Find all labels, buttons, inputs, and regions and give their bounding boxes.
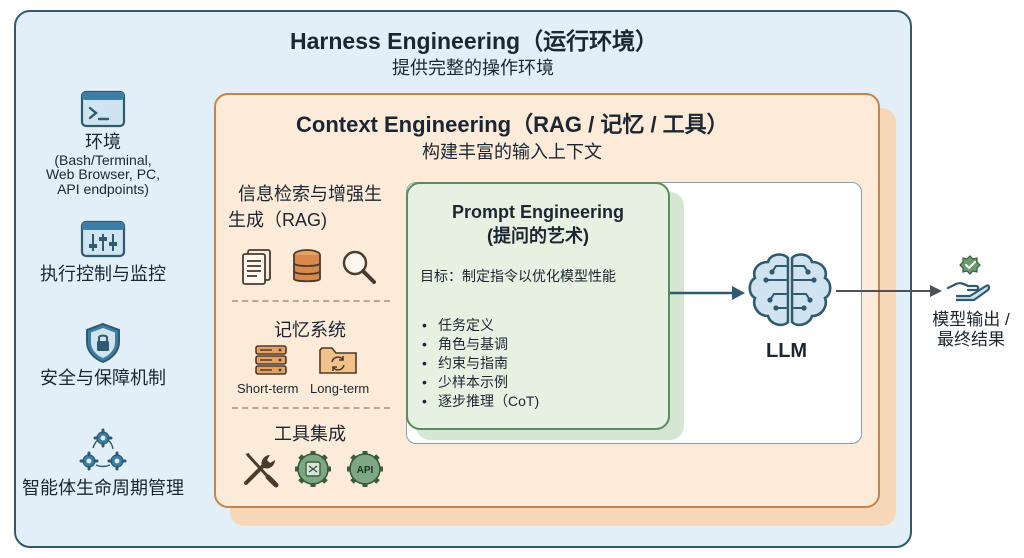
list-item: 任务定义 — [422, 316, 539, 335]
documents-icon — [242, 249, 271, 285]
output-label-line1: 模型输出 / — [932, 310, 1010, 329]
harness-title: Harness Engineering（运行环境） — [290, 28, 659, 54]
harness-item-detail: Web Browser, PC, — [45, 166, 161, 183]
api-gear-icon: API — [347, 451, 383, 487]
prompt-goal: 目标：制定指令以优化模型性能 — [420, 268, 616, 284]
context-subtitle: 构建丰富的输入上下文 — [422, 142, 602, 162]
sliders-icon — [80, 220, 126, 258]
arrow-llm-to-output — [836, 285, 942, 297]
rag-label: 信息检索与增强生 生成（RAG) — [222, 180, 398, 232]
rag-label-line1: 信息检索与增强生 — [238, 184, 382, 204]
harness-item-detail: (Bash/Terminal, — [54, 151, 152, 168]
harness-item-lifecycle: 智能体生命周期管理 — [18, 428, 188, 499]
long-term-label: Long-term — [310, 381, 370, 396]
rag-label-line2: 生成（RAG) — [228, 210, 327, 230]
terminal-icon — [80, 90, 126, 128]
harness-item-environment: 环境 (Bash/Terminal, Web Browser, PC, API … — [18, 90, 188, 197]
memory-label: 记忆系统 — [274, 320, 346, 340]
harness-item-control: 执行控制与监控 — [18, 220, 188, 285]
prompt-title-line2: (提问的艺术) — [487, 226, 589, 247]
hand-result-icon — [946, 255, 991, 302]
output-label-line2: 最终结果 — [937, 329, 1005, 349]
output-label: 模型输出 / 最终结果 — [918, 310, 1024, 349]
list-item: 角色与基调 — [422, 335, 539, 354]
list-item: 逐步推理（CoT) — [422, 392, 539, 411]
short-term-label: Short-term — [237, 381, 299, 396]
list-item: 少样本示例 — [422, 373, 539, 392]
wrench-screwdriver-icon — [244, 453, 279, 488]
tools-label: 工具集成 — [274, 424, 346, 444]
prompt-title: Prompt Engineering (提问的艺术) — [406, 200, 670, 249]
arrow-prompt-to-llm — [670, 286, 745, 300]
harness-item-detail: API endpoints) — [57, 181, 149, 198]
section-divider — [232, 407, 390, 409]
harness-item-label: 安全与保障机制 — [40, 368, 166, 388]
harness-item-label: 环境 — [85, 132, 121, 152]
harness-item-label: 智能体生命周期管理 — [22, 478, 184, 498]
shield-lock-icon — [86, 322, 120, 364]
brain-icon — [748, 253, 832, 327]
section-divider — [232, 300, 390, 302]
list-item: 约束与指南 — [422, 354, 539, 373]
folder-sync-icon — [319, 347, 357, 374]
database-icon — [293, 249, 321, 283]
server-stack-icon — [255, 345, 287, 375]
prompt-title-line1: Prompt Engineering — [451, 202, 624, 222]
prompt-bullet-list: 任务定义 角色与基调 约束与指南 少样本示例 逐步推理（CoT) — [422, 316, 539, 411]
magnifier-icon — [342, 250, 376, 284]
harness-item-security: 安全与保障机制 — [18, 322, 188, 389]
harness-item-label: 执行控制与监控 — [40, 264, 166, 284]
api-icon-text: API — [357, 465, 374, 476]
llm-label: LLM — [766, 340, 808, 362]
context-title: Context Engineering（RAG / 记忆 / 工具） — [296, 112, 729, 137]
gears-cycle-icon — [79, 428, 127, 471]
gear-chip-icon — [295, 451, 331, 487]
harness-subtitle: 提供完整的操作环境 — [392, 58, 554, 78]
